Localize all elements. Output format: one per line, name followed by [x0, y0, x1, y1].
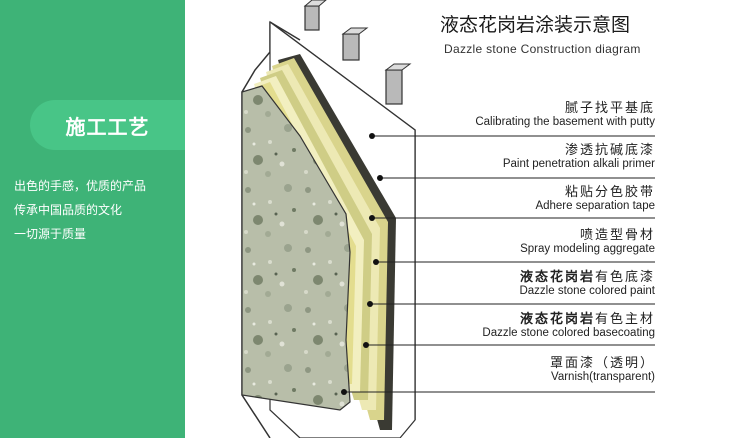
wall-cross-section-diagram: [241, 0, 655, 438]
layer-label-6: 液态花岗岩有色主材 Dazzle stone colored basecoati…: [482, 308, 655, 339]
layer-label-6-zh: 有色主材: [594, 312, 655, 327]
layer-label-7-en: Varnish(transparent): [551, 371, 655, 383]
description-line-2: 传承中国品质的文化: [14, 203, 123, 217]
layer-label-4: 喷造型骨材 Spray modeling aggregate: [520, 224, 655, 255]
layer-label-3-en: Adhere separation tape: [535, 200, 655, 212]
layer-label-6-en: Dazzle stone colored basecoating: [482, 327, 655, 339]
layer-label-3-zh: 粘贴分色胶带: [564, 185, 655, 200]
layer-label-2-zh: 渗透抗碱底漆: [564, 143, 655, 158]
layer-label-6-zh-bold: 液态花岗岩: [519, 312, 595, 327]
section-title-bar: 施工工艺: [30, 100, 185, 150]
layer-label-5-en: Dazzle stone colored paint: [519, 285, 655, 297]
layer-label-5-zh: 有色底漆: [594, 270, 655, 285]
layer-label-4-zh: 喷造型骨材: [579, 228, 655, 243]
layer-label-7: 罩面漆（透明） Varnish(transparent): [550, 352, 655, 383]
section-title: 施工工艺: [65, 114, 150, 139]
layer-label-3: 粘贴分色胶带 Adhere separation tape: [535, 181, 655, 212]
layer-label-1-zh: 腻子找平基底: [564, 101, 655, 116]
layer-label-4-en: Spray modeling aggregate: [520, 243, 655, 255]
layer-label-1-en: Calibrating the basement with putty: [475, 116, 655, 128]
layer-label-1: 腻子找平基底 Calibrating the basement with put…: [475, 97, 655, 128]
leader-dots: [341, 133, 383, 395]
leader-lines: [344, 135, 655, 393]
layer-label-2-en: Paint penetration alkali primer: [502, 158, 655, 170]
description-line-1: 出色的手感，优质的产品: [14, 179, 147, 193]
layer-label-5-zh-bold: 液态花岗岩: [519, 270, 595, 285]
description-line-3: 一切源于质量: [14, 227, 87, 241]
diagram-title-zh: 液态花岗岩涂装示意图: [440, 14, 631, 36]
left-panel: 施工工艺 出色的手感，优质的产品 传承中国品质的文化 一切源于质量: [0, 0, 185, 438]
rebar-posts: [304, 5, 403, 105]
layer-label-2: 渗透抗碱底漆 Paint penetration alkali primer: [503, 139, 655, 170]
layer-label-5: 液态花岗岩有色底漆 Dazzle stone colored paint: [519, 266, 655, 297]
layer-label-7-zh: 罩面漆（透明）: [549, 356, 655, 371]
layer-stone-face: [241, 85, 351, 411]
diagram-title-en: Dazzle stone Construction diagram: [444, 42, 641, 56]
